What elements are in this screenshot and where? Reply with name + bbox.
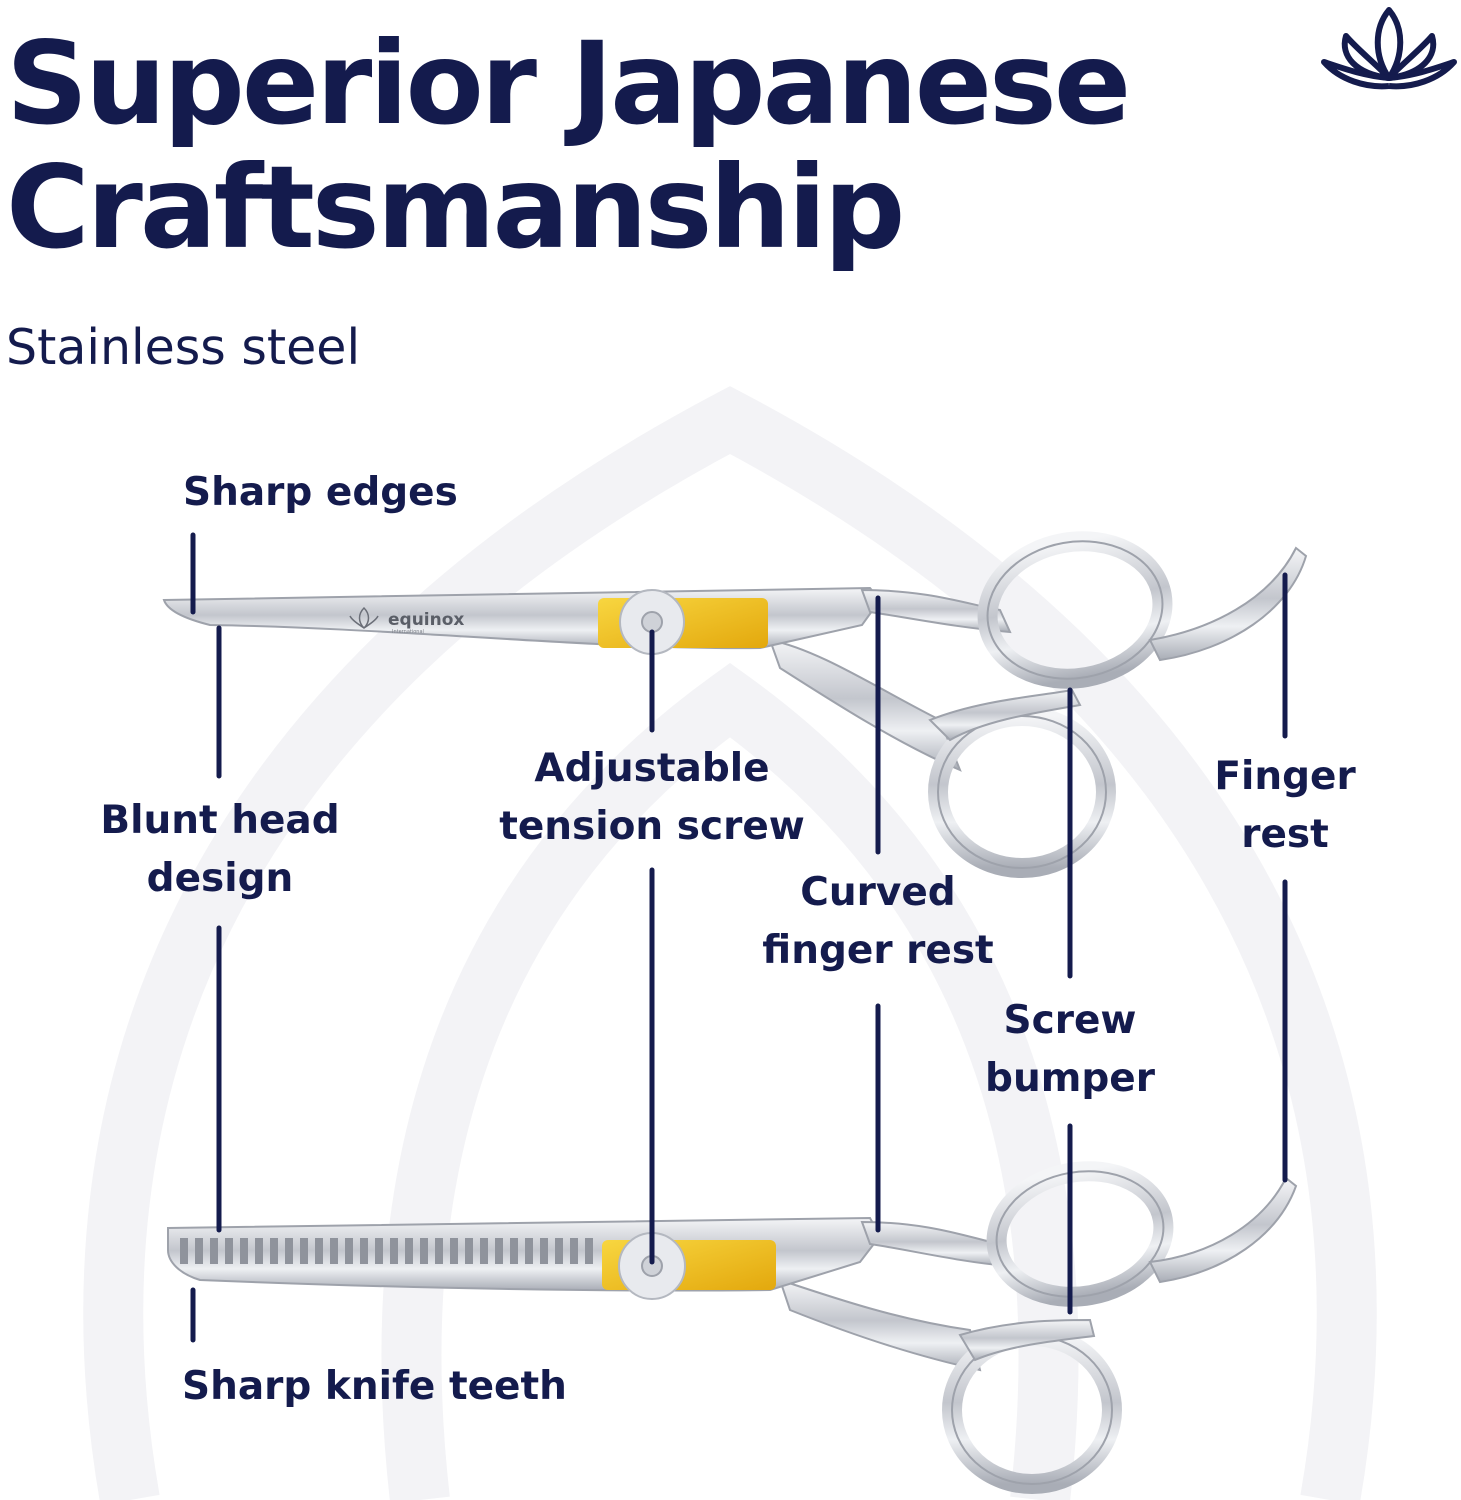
cutting-shears [162, 531, 1308, 878]
callout-screw-bumper-line1: Screw [1003, 998, 1137, 1043]
blade-teeth [180, 1238, 593, 1264]
page-title: Superior Japanese Craftsmanship [6, 17, 1131, 274]
brand-engraving [349, 606, 379, 630]
callout-finger-rest-line1: Finger [1214, 754, 1356, 799]
title-line-1: Superior Japanese [6, 17, 1131, 150]
thinning-shears [167, 1161, 1298, 1494]
callout-screw-bumper: Screw bumper [950, 992, 1190, 1108]
callout-curved-line1: Curved [800, 870, 956, 915]
callout-screw-bumper-line2: bumper [985, 1056, 1155, 1101]
title-line-2: Craftsmanship [6, 141, 905, 274]
brand-engraving-name: equinox [388, 610, 465, 630]
callout-curved-finger-rest: Curved finger rest [738, 864, 1018, 980]
lotus-icon [1321, 7, 1457, 90]
callout-knife-teeth: Sharp knife teeth [182, 1364, 567, 1409]
subtitle: Stainless steel [6, 319, 361, 376]
callout-finger-rest-line2: rest [1241, 812, 1329, 857]
callout-blunt-head: Blunt head design [70, 792, 370, 908]
callout-tension-screw: Adjustable tension screw [482, 740, 822, 856]
callout-tension-line2: tension screw [499, 804, 805, 849]
brand-engraving-tagline: International [392, 629, 424, 635]
leader-lines [190, 532, 1288, 1343]
callout-finger-rest: Finger rest [1170, 748, 1400, 864]
callout-blunt-head-line1: Blunt head [100, 798, 340, 843]
callout-curved-line2: finger rest [762, 928, 994, 973]
callout-tension-line1: Adjustable [534, 746, 770, 791]
callout-sharp-edges: Sharp edges [183, 470, 458, 515]
callout-blunt-head-line2: design [146, 856, 294, 901]
